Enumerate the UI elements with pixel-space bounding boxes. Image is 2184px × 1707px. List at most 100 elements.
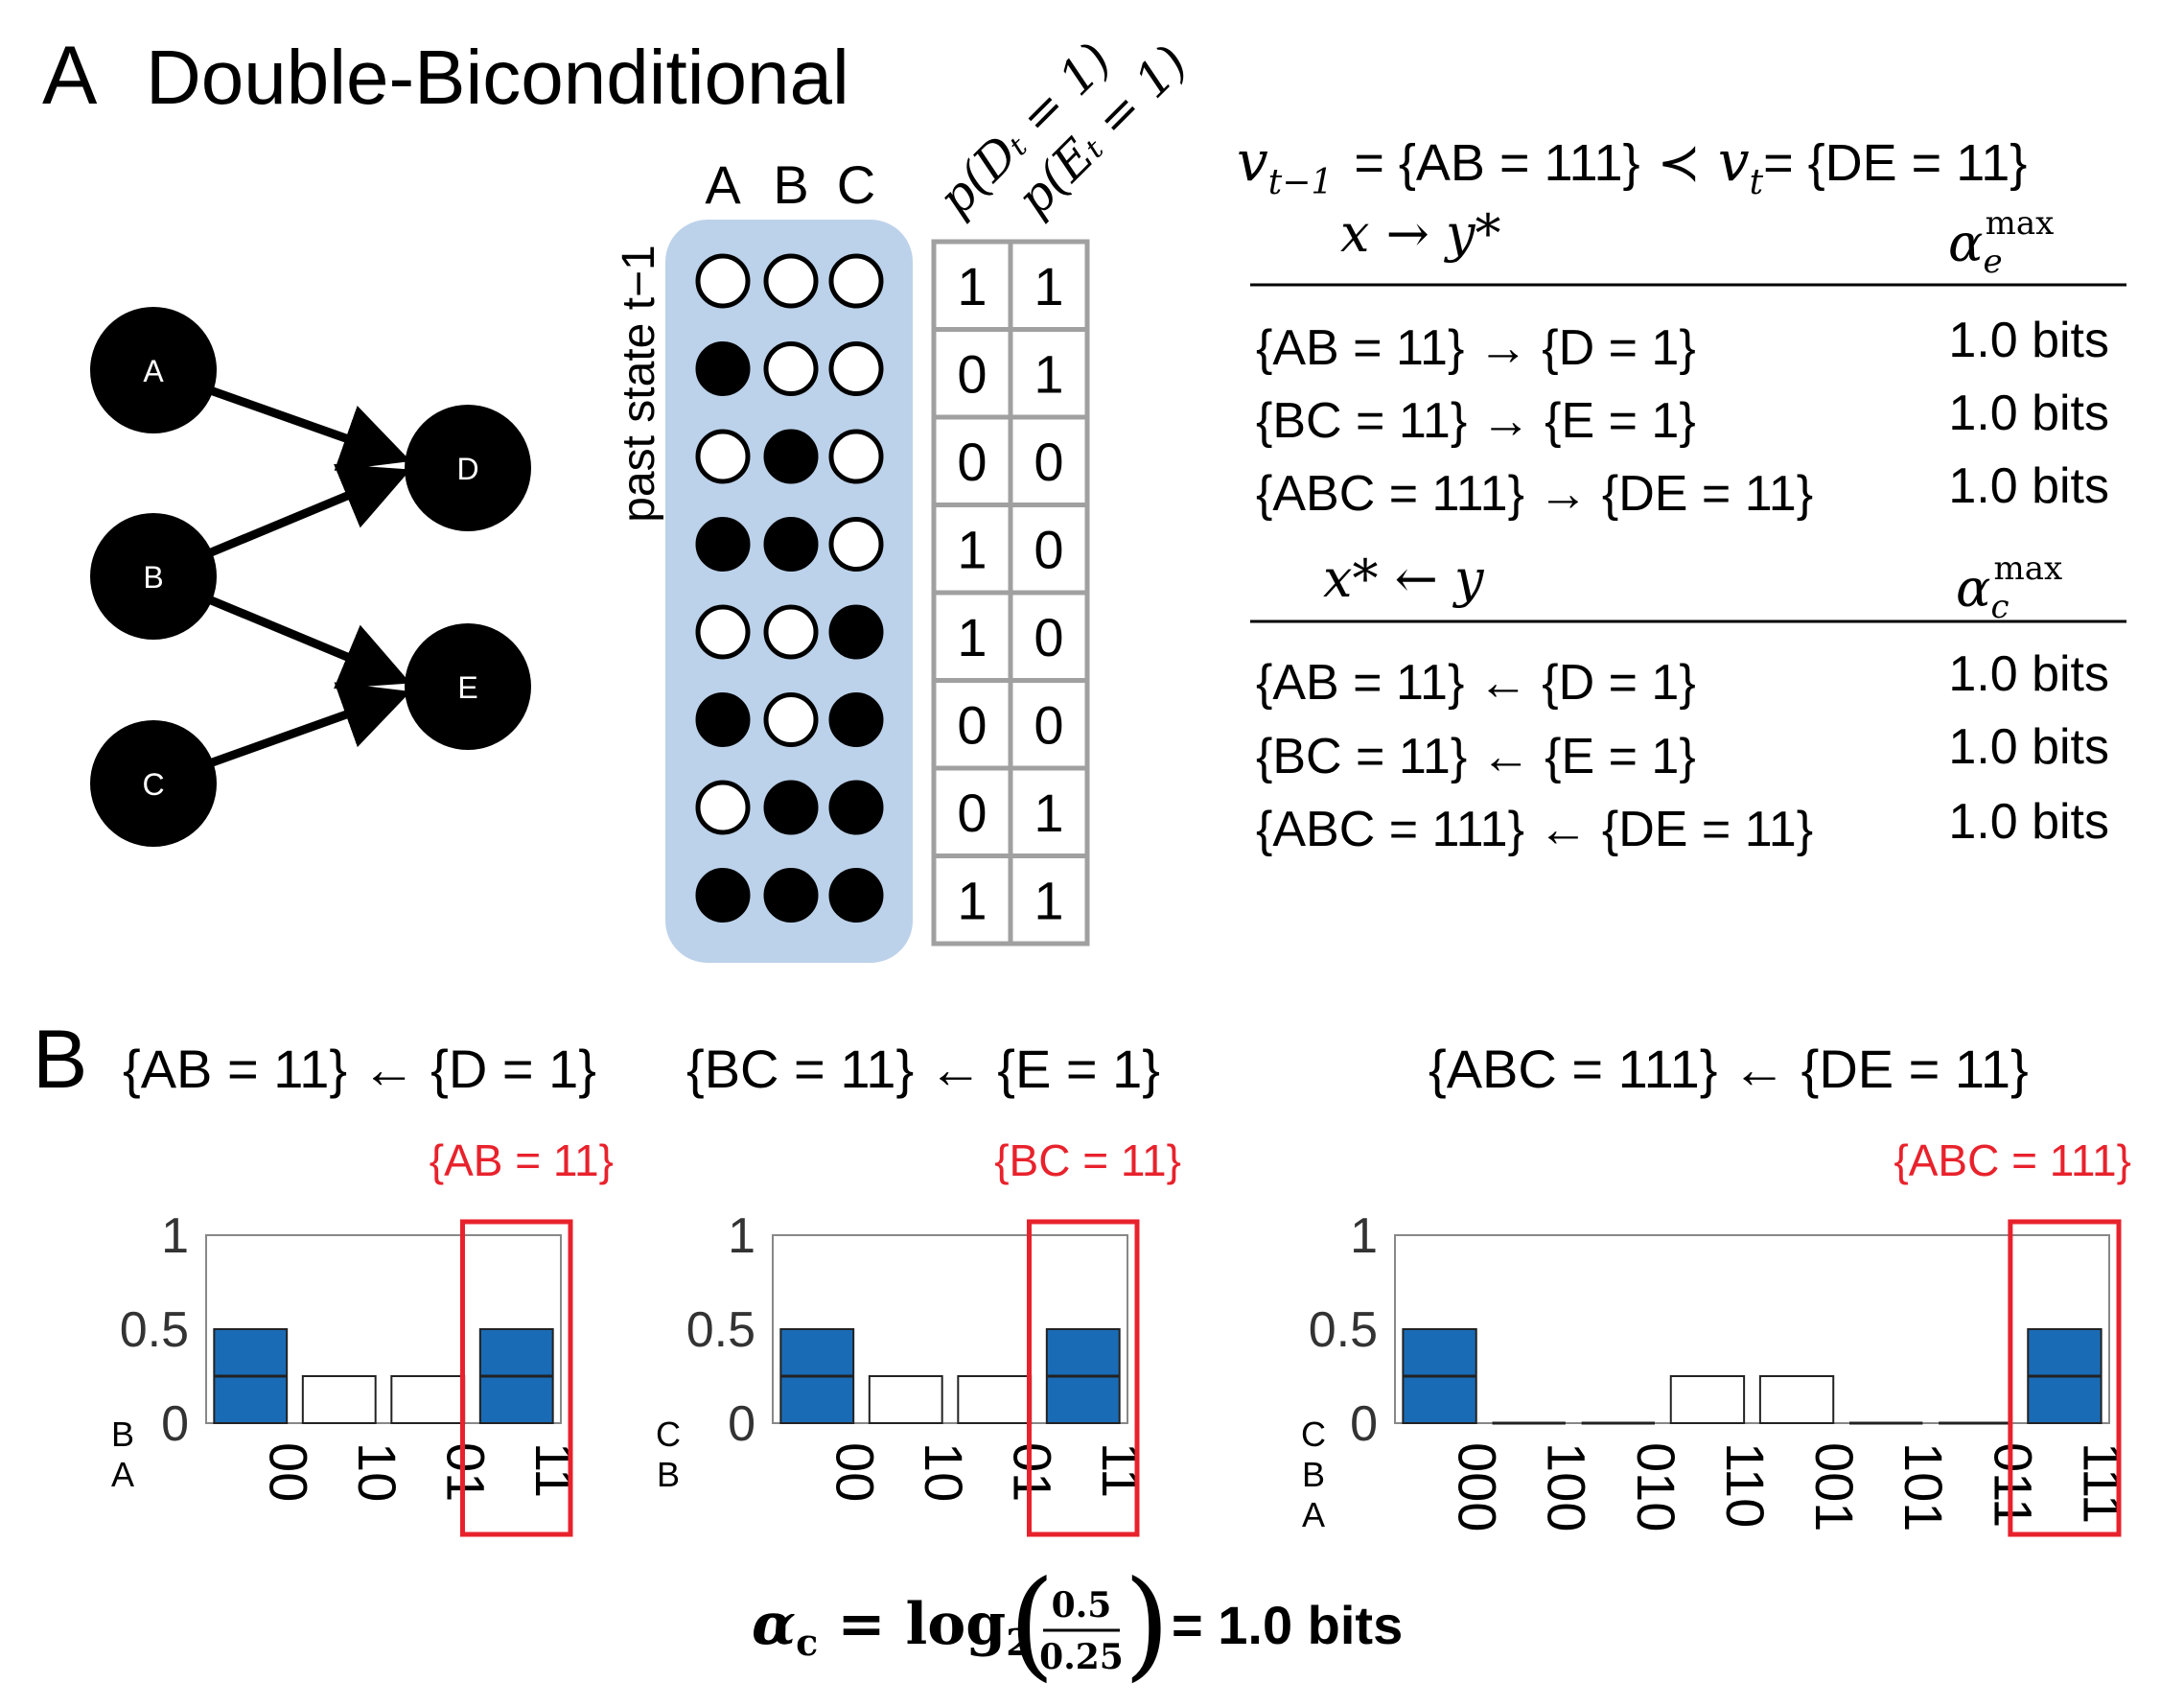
- chart-3-row-label: A: [1302, 1495, 1325, 1534]
- chart-2-plot-frame: [772, 1234, 1128, 1424]
- state-cell-row4-a: [695, 517, 751, 572]
- node-c-label: C: [142, 767, 164, 802]
- prob-value-row8-e: 1: [1034, 870, 1063, 930]
- cause-row-2-value: 1.0 bits: [1948, 719, 2109, 775]
- node-b: [90, 513, 217, 640]
- chart-1-xtick: 10: [347, 1442, 407, 1502]
- prob-value-row5-d: 1: [957, 607, 987, 667]
- chart-3-xtick: 100: [1537, 1442, 1597, 1532]
- chart-1-bar: [301, 1375, 377, 1424]
- state-cell-row5-b: [763, 604, 819, 660]
- chart-3-title: {ABC = 111} ← {DE = 11}: [1429, 1039, 2029, 1099]
- chart-2-xtick: 10: [914, 1442, 974, 1502]
- state-cell-row4-c: [828, 517, 884, 572]
- formula-log-sub: 2: [1006, 1621, 1031, 1664]
- cause-row-3-label: {ABC = 111} ← {DE = 11}: [1256, 802, 1813, 857]
- chart-3-xtick: 010: [1626, 1442, 1686, 1532]
- chart-1-row-label: A: [111, 1455, 134, 1494]
- panel-b-letter: B: [33, 1014, 87, 1106]
- chart-3: {ABC = 111} ← {DE = 11}{ABC = 111}00.510…: [1301, 1039, 2132, 1537]
- relation-right-sub: t: [1750, 163, 1764, 202]
- chart-2-highlight-box: [1027, 1219, 1140, 1537]
- effect-header-alpha: αemax: [1948, 204, 2054, 281]
- prob-value-row1-e: 1: [1034, 256, 1063, 316]
- formula-sub: c: [796, 1621, 818, 1664]
- state-grid: A B C past state t−1: [614, 154, 913, 963]
- chart-1-ytick: 0: [161, 1396, 189, 1452]
- state-cell-row6-a: [695, 692, 751, 747]
- relation-right-var: v: [1718, 129, 1750, 194]
- chart-2-xtick: 01: [1002, 1442, 1062, 1502]
- state-grid-background: [665, 220, 913, 963]
- formula-eq: = log: [837, 1591, 1006, 1658]
- relation-right-set: = {DE = 11}: [1763, 134, 2027, 192]
- formula-lhs: αc = log2: [752, 1591, 1032, 1664]
- cause-header-alpha-symbol: α: [1956, 558, 1990, 619]
- chart-1-xtick: 01: [435, 1442, 496, 1502]
- state-cell-row8-a: [695, 868, 751, 923]
- chart-1-xtick: 11: [524, 1442, 585, 1498]
- state-cell-row7-c: [828, 780, 884, 835]
- chart-3-xtick: 011: [1983, 1442, 2043, 1528]
- state-cell-row2-c: [828, 341, 884, 396]
- row-axis-label: past state t−1: [614, 245, 664, 523]
- prob-value-row6-d: 0: [957, 694, 987, 755]
- alpha-formula: αc= log2 ( 0.5 0.25 ) = 1.0 bits: [752, 1555, 1403, 1694]
- node-a-label: A: [143, 354, 164, 388]
- state-cell-row2-a: [695, 341, 751, 396]
- relation-left-var: v: [1237, 129, 1268, 194]
- node-e-label: E: [457, 670, 477, 705]
- state-cell-row2-b: [763, 341, 819, 396]
- formula-alpha: α: [752, 1591, 796, 1658]
- chart-3-bar: [1669, 1375, 1746, 1424]
- relation-left-set: = {AB = 111}: [1354, 134, 1639, 192]
- prob-value-row4-e: 0: [1034, 519, 1063, 579]
- chart-3-xtick: 110: [1715, 1442, 1776, 1528]
- effect-header-alpha-symbol: α: [1948, 213, 1983, 273]
- formula-denominator: 0.25: [1039, 1637, 1124, 1677]
- relation-left-sub: t−1: [1268, 163, 1334, 202]
- chart-3-xtick: 111: [2072, 1442, 2132, 1524]
- chart-2-title: {BC = 11} ← {E = 1}: [686, 1039, 1160, 1099]
- cause-row-1-label: {AB = 11} ← {D = 1}: [1256, 655, 1696, 711]
- chart-2-row-label: C: [656, 1415, 681, 1454]
- prob-value-row7-e: 1: [1034, 783, 1063, 843]
- column-label-b: B: [773, 154, 808, 215]
- prob-cell-frame: [1008, 765, 1090, 858]
- state-cell-row8-c: [828, 868, 884, 923]
- cause-header-alpha: αcmax: [1956, 550, 2062, 626]
- chart-2-xtick: 11: [1091, 1442, 1151, 1498]
- chart-3-xtick: 101: [1894, 1442, 1954, 1532]
- effect-table: x → y* αemax {AB = 11} → {D = 1} 1.0 bit…: [1250, 203, 2126, 522]
- chart-3-plot-frame: [1394, 1234, 2110, 1424]
- prob-value-row6-e: 0: [1034, 694, 1063, 755]
- cause-row-1-value: 1.0 bits: [1948, 646, 2109, 702]
- chart-1-highlight-box: [460, 1219, 573, 1537]
- chart-3-xtick: 000: [1448, 1442, 1508, 1532]
- formula-numerator: 0.5: [1052, 1585, 1112, 1625]
- state-cell-row8-b: [763, 868, 819, 923]
- chart-3-row-label: B: [1302, 1455, 1325, 1494]
- chart-3-row-label: C: [1301, 1415, 1326, 1454]
- prob-value-row4-d: 1: [957, 519, 987, 579]
- chart-1-bar: [390, 1375, 466, 1424]
- chart-1-row-label: B: [111, 1415, 134, 1454]
- node-b-label: B: [143, 560, 163, 595]
- column-label-a: A: [705, 154, 741, 215]
- chart-3-highlight-label: {ABC = 111}: [1894, 1135, 2131, 1185]
- formula-paren-close: ): [1124, 1555, 1170, 1694]
- panel-a-title: Double-Biconditional: [146, 35, 849, 120]
- chart-1-plot-frame: [205, 1234, 562, 1424]
- chart-2-bar: [957, 1375, 1033, 1424]
- chart-2-ytick: 0: [728, 1396, 755, 1452]
- prob-cell-frame: [1008, 327, 1090, 420]
- prob-value-row5-e: 0: [1034, 607, 1063, 667]
- effect-row-2-label: {BC = 11} → {E = 1}: [1256, 393, 1696, 449]
- prob-value-row3-e: 0: [1034, 432, 1063, 492]
- cause-header-left: x* ← y: [1323, 549, 1485, 609]
- chart-1-highlight-label: {AB = 11}: [430, 1135, 614, 1185]
- node-d: [405, 405, 531, 531]
- prob-value-row1-d: 1: [957, 256, 987, 316]
